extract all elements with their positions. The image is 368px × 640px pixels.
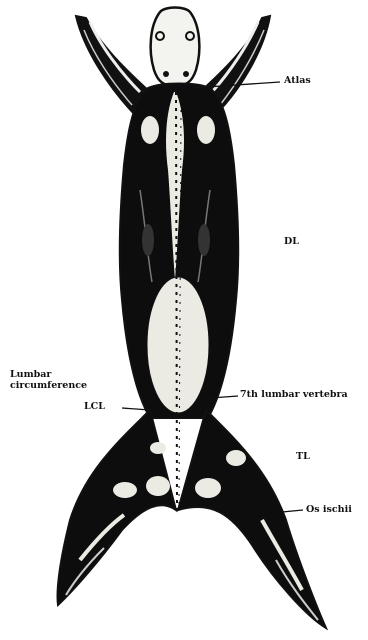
tl-label: TL <box>296 451 310 462</box>
lumbar-circumference-label: Lumbar circumference <box>10 369 122 391</box>
dl-label: DL <box>284 236 299 247</box>
lcl-label: LCL <box>84 401 105 412</box>
hind-quarters <box>58 410 327 628</box>
head <box>151 8 200 87</box>
atlas-label: Atlas <box>284 75 311 86</box>
torso <box>120 84 238 419</box>
os-ischii-label: Os ischii <box>306 504 352 515</box>
lumbar-vertebra-label: 7th lumbar vertebra <box>240 389 348 400</box>
